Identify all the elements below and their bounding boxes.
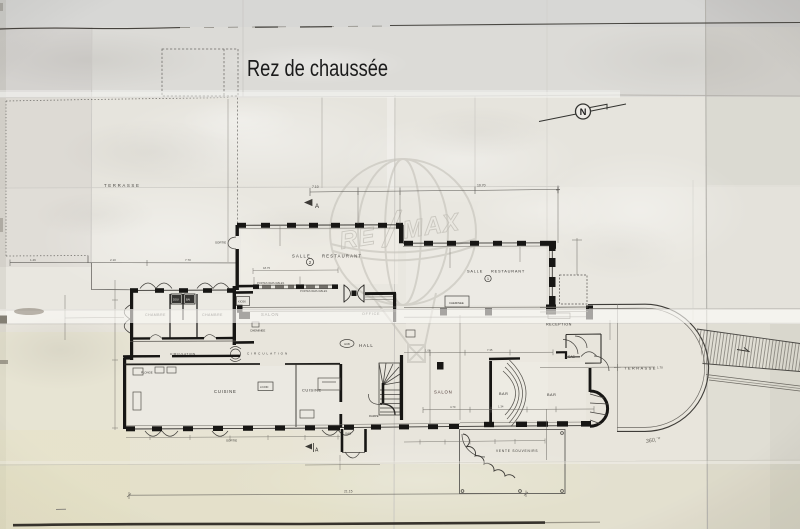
svg-text:1.34: 1.34 xyxy=(498,405,504,409)
svg-text:KIOSK: KIOSK xyxy=(238,300,246,304)
svg-text:SAS: SAS xyxy=(345,432,351,436)
svg-text:HUB: HUB xyxy=(344,342,350,346)
svg-text:CIRCULATION: CIRCULATION xyxy=(170,352,196,356)
svg-text:360,´º: 360,´º xyxy=(645,436,661,445)
svg-text:10.70: 10.70 xyxy=(477,184,486,188)
svg-text:SALLE: SALLE xyxy=(467,269,483,274)
svg-text:RECEPTION: RECEPTION xyxy=(546,323,572,327)
svg-text:DOU: DOU xyxy=(173,298,179,302)
svg-text:CIRCULATION: CIRCULATION xyxy=(247,352,289,356)
svg-text:2.10: 2.10 xyxy=(110,258,116,262)
svg-text:SORTIE: SORTIE xyxy=(226,439,237,443)
svg-text:18.75: 18.75 xyxy=(263,266,270,270)
svg-text:HALL: HALL xyxy=(359,343,374,348)
svg-text:PORTES REPLIABLES: PORTES REPLIABLES xyxy=(300,289,327,293)
svg-text:CUISINE: CUISINE xyxy=(214,389,237,394)
svg-text:7.35: 7.35 xyxy=(487,348,493,352)
svg-text:BAR: BAR xyxy=(547,393,556,397)
svg-text:1.70: 1.70 xyxy=(657,366,663,370)
svg-text:2: 2 xyxy=(309,260,312,265)
svg-text:BAI: BAI xyxy=(186,298,190,302)
svg-text:BAR: BAR xyxy=(499,392,508,396)
svg-text:SORTIE: SORTIE xyxy=(215,241,226,245)
svg-text:RAMPE: RAMPE xyxy=(369,414,379,418)
svg-text:7.10: 7.10 xyxy=(312,185,319,189)
svg-text:SALON: SALON xyxy=(434,390,453,395)
svg-text:A: A xyxy=(315,448,319,454)
svg-text:PLONGE: PLONGE xyxy=(141,371,153,375)
svg-text:L/COIN: L/COIN xyxy=(260,386,269,389)
svg-text:TERRASSE: TERRASSE xyxy=(624,366,657,371)
svg-text:7.70: 7.70 xyxy=(185,258,191,262)
svg-text:RESTAURANT: RESTAURANT xyxy=(322,254,362,259)
svg-text:SAS: SAS xyxy=(568,355,576,359)
svg-text:CHEMINEE: CHEMINEE xyxy=(250,329,265,333)
svg-text:CUISINE: CUISINE xyxy=(302,388,322,393)
svg-text:TERRASSE: TERRASSE xyxy=(104,183,140,188)
svg-text:1.46: 1.46 xyxy=(30,258,36,262)
svg-text:1: 1 xyxy=(487,276,490,281)
svg-text:VENTE SOUVENIRS: VENTE SOUVENIRS xyxy=(496,449,538,453)
svg-text:1.08: 1.08 xyxy=(425,349,431,353)
svg-text:4.70: 4.70 xyxy=(450,405,456,409)
svg-text:N: N xyxy=(580,107,587,118)
svg-text:RESTAURANT: RESTAURANT xyxy=(491,269,525,274)
svg-text:21.15: 21.15 xyxy=(344,490,353,494)
svg-text:Rez de chaussée: Rez de chaussée xyxy=(247,55,388,81)
svg-text:PORTES REPLIABLES: PORTES REPLIABLES xyxy=(257,281,284,285)
svg-text:A: A xyxy=(315,204,319,210)
svg-text:SALLE: SALLE xyxy=(292,254,311,259)
svg-text:CHEMINEE: CHEMINEE xyxy=(449,301,464,305)
